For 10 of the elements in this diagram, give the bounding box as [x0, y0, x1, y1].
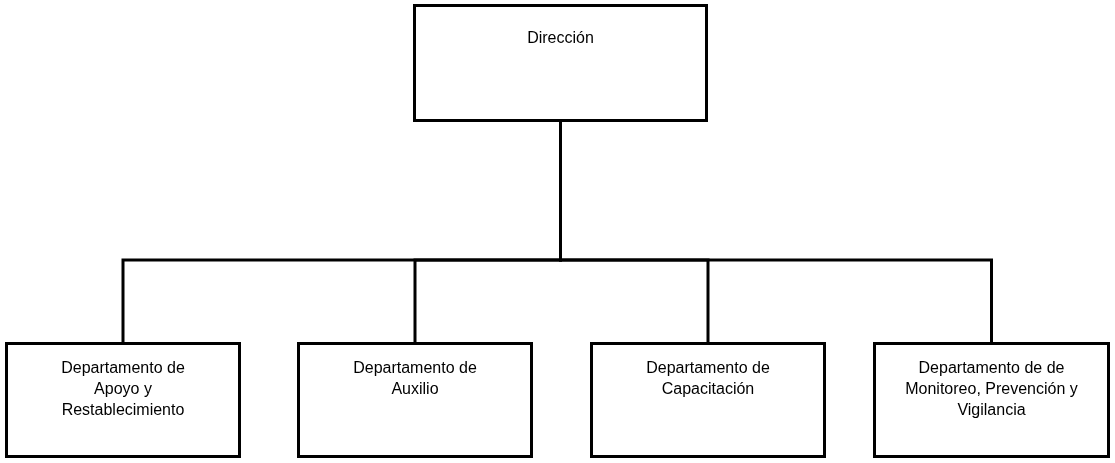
director-box — [413, 4, 708, 122]
department-box — [297, 342, 533, 458]
box-label: Departamento de de Monitoreo, Prevención y Vigilancia — [904, 358, 1079, 420]
box-label: Departamento de Auxilio — [352, 358, 478, 399]
box-label: Departamento de Capacitación — [645, 358, 771, 399]
department-box — [5, 342, 241, 458]
department-box — [590, 342, 826, 458]
box-label: Departamento de Apoyo y Restablecimiento — [60, 358, 186, 420]
department-box — [873, 342, 1110, 458]
box-label: Dirección — [527, 28, 594, 48]
